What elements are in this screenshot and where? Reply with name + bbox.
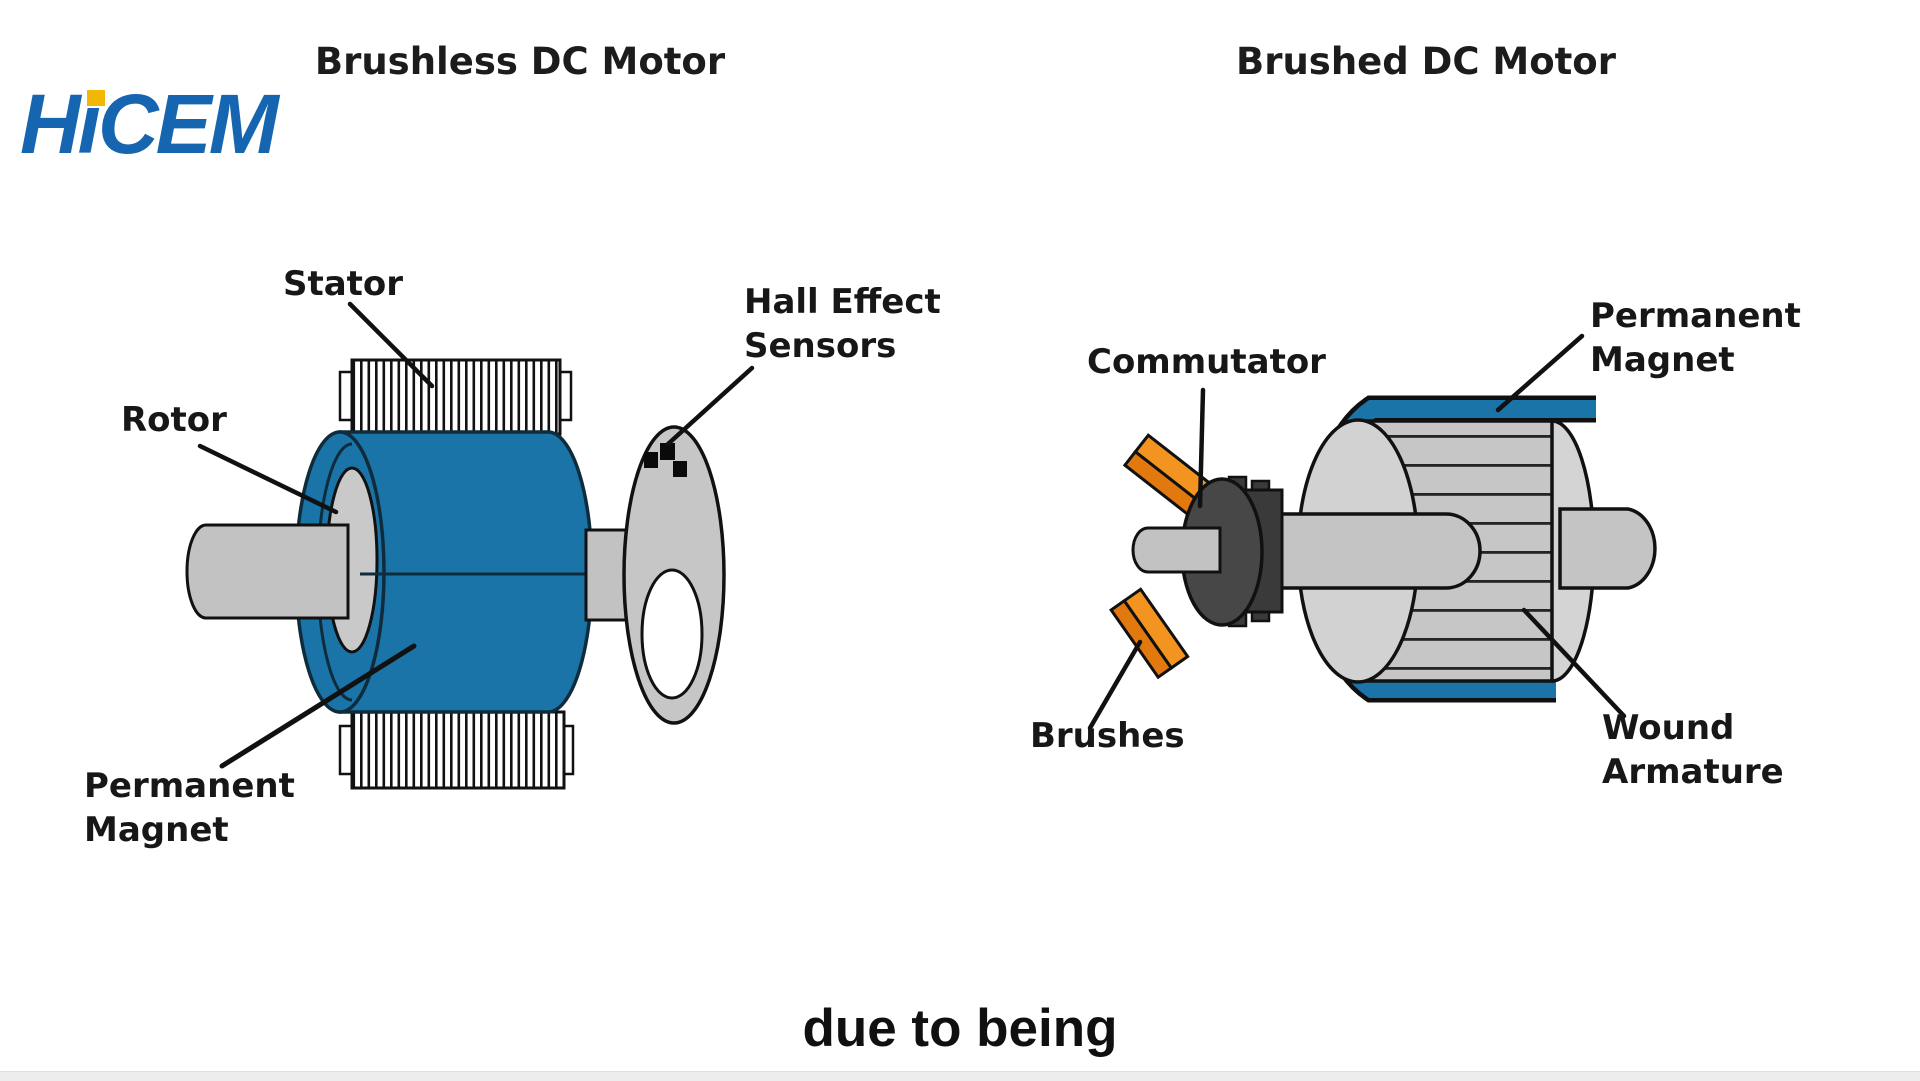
permanent-magnet-right-label: Permanent Magnet [1590,294,1801,382]
logo-i-dot [86,90,105,106]
brushed-shaft-right [1558,507,1657,590]
commutator-leader-line [1197,387,1206,509]
permanent-magnet-left-label: Permanent Magnet [84,764,295,852]
hall-sensor-chip-3 [673,461,687,477]
hall-effect-sensors-label: Hall Effect Sensors [744,280,941,368]
brush-bottom [1109,587,1190,680]
rotor-leader-line [197,443,339,515]
wound-armature-label-line2: Armature [1602,752,1784,793]
logo-text-cem: CEM [98,77,279,171]
permanent-magnet-left-label-line2: Magnet [84,810,229,851]
permanent-magnet-left-label-line1: Permanent [84,766,295,806]
stator-winding-top [350,358,562,436]
stator-label: Stator [283,264,404,304]
commutator-label: Commutator [1087,342,1326,382]
brushes-leader-line [1087,639,1143,731]
brushed-title: Brushed DC Motor [1236,40,1616,83]
permanent-magnet-right-label-line2: Magnet [1590,340,1735,381]
wound-armature-leader-line [1521,607,1627,719]
permanent-magnet-right-label-line1: Permanent [1590,296,1801,336]
logo-text-h: H [20,77,81,171]
wound-armature-label-line1: Wound [1602,708,1735,748]
stator-winding-bottom [350,710,566,790]
brushless-motor-figure [185,301,755,790]
stator-leader-line [347,301,435,389]
brushless-shaft-left [185,523,350,620]
brushed-shaft-center [1260,512,1482,590]
hall-sensor-chip-2 [660,443,675,460]
permanent-magnet-left-leader-line [219,643,417,769]
permanent-magnet-right-leader-line [1495,333,1585,413]
rotor-label: Rotor [121,400,227,440]
hall-effect-sensors-label-line2: Sensors [744,326,897,367]
bottom-strip [0,1071,1920,1081]
hall-sensor-ring-hole [640,568,704,700]
brushes-label: Brushes [1030,716,1185,756]
hall-effect-sensors-label-line1: Hall Effect [744,282,941,322]
brushed-motor-figure [1087,333,1657,731]
wound-armature-label: Wound Armature [1602,706,1784,794]
brushed-shaft-left-stub [1131,526,1222,574]
brushless-title: Brushless DC Motor [314,40,726,83]
hall-sensor-chip-1 [644,452,658,468]
subtitle-caption: due to being [802,999,1118,1058]
hall-sensors-leader-line [665,365,755,447]
